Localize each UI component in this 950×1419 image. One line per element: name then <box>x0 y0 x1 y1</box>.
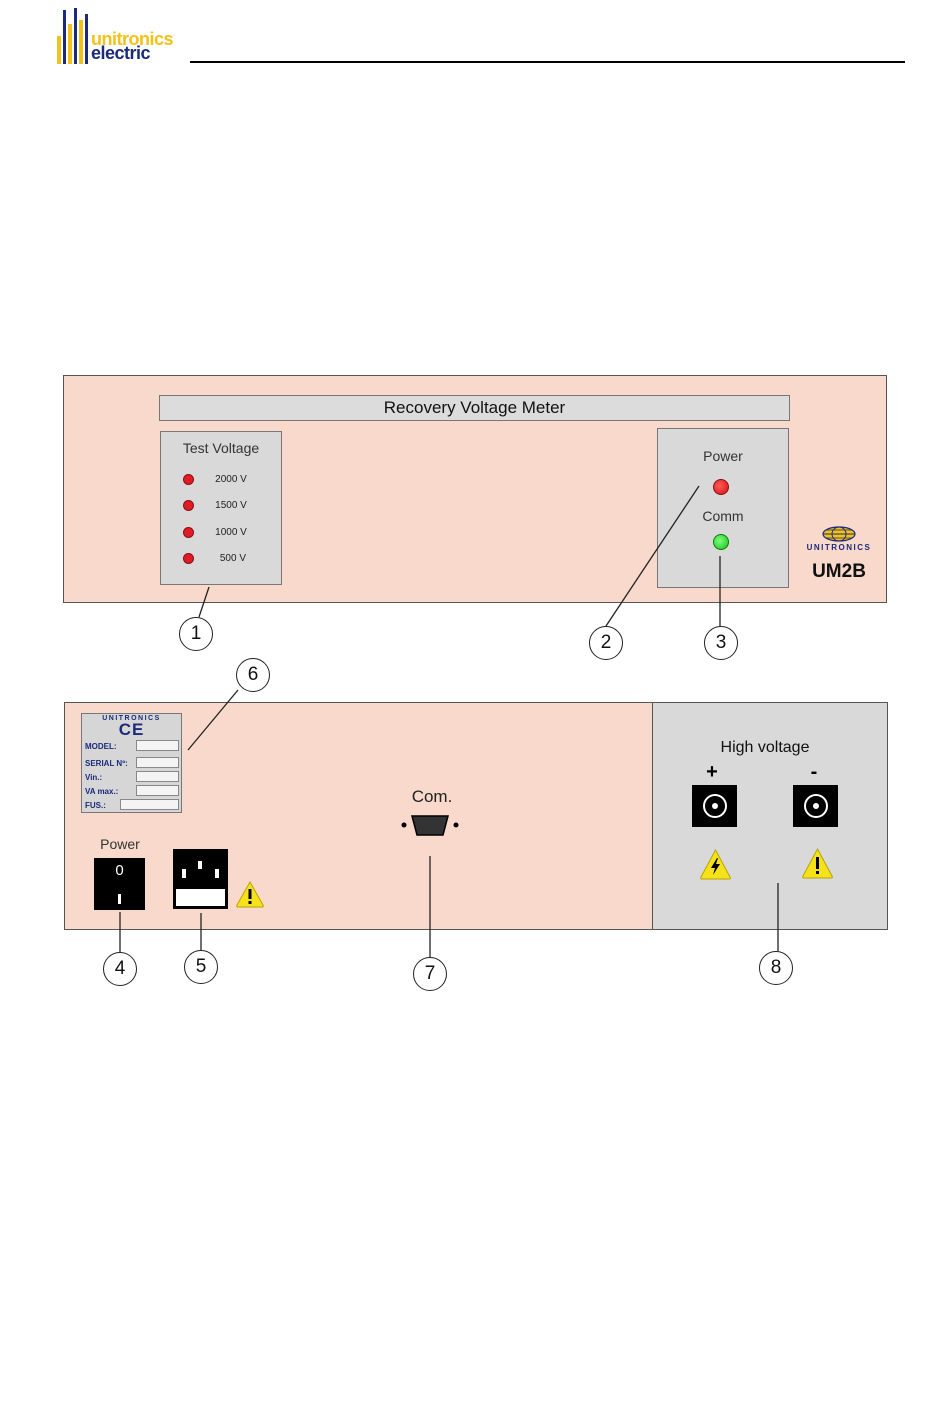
model-label: UM2B <box>792 561 886 583</box>
inlet-pin-icon <box>215 869 219 878</box>
voltage-led-icon <box>183 527 194 538</box>
electric-hazard-icon <box>699 848 732 880</box>
switch-off-symbol: 0 <box>94 862 145 879</box>
nameplate-field-label: MODEL: <box>85 742 117 751</box>
nameplate-row: Vin.: <box>85 771 102 783</box>
nameplate-row: MODEL: <box>85 740 117 752</box>
callout-4: 4 <box>103 952 137 986</box>
nameplate-field-label: Vin.: <box>85 773 102 782</box>
ce-mark-icon: CE <box>82 720 181 740</box>
test-voltage-row: 1000 V <box>183 525 260 539</box>
power-comm-indicator-panel: Power Comm <box>657 428 789 588</box>
voltage-level-label: 2000 V <box>202 474 260 485</box>
warning-icon <box>801 847 834 879</box>
voltage-level-label: 1000 V <box>202 527 260 538</box>
callout-1: 1 <box>179 617 213 651</box>
nameplate-field-box <box>136 740 179 751</box>
power-switch-label: Power <box>95 836 145 852</box>
high-voltage-section <box>652 702 888 930</box>
power-inlet-socket[interactable] <box>173 849 228 909</box>
voltage-led-icon <box>183 474 194 485</box>
switch-on-symbol-icon <box>118 894 121 904</box>
nameplate-row: SERIAL Nº: <box>85 757 128 769</box>
nameplate-field-box <box>136 785 179 796</box>
nameplate-field-label: VA max.: <box>85 787 118 796</box>
test-voltage-title: Test Voltage <box>161 440 281 456</box>
nameplate-field-label: SERIAL Nº: <box>85 759 128 768</box>
hv-negative-terminal[interactable] <box>793 785 838 827</box>
hv-positive-terminal[interactable] <box>692 785 737 827</box>
voltage-level-label: 500 V <box>202 553 246 564</box>
test-voltage-row: 500 V <box>183 551 246 565</box>
callout-8: 8 <box>759 951 793 985</box>
callout-5: 5 <box>184 950 218 984</box>
front-brand-label: UNITRONICS <box>792 543 886 552</box>
power-switch[interactable]: 0 <box>94 858 145 910</box>
rating-nameplate: UNITRONICS CE MODEL: SERIAL Nº: Vin.: VA… <box>81 713 182 813</box>
nameplate-field-box <box>136 771 179 782</box>
hv-minus-label: - <box>804 761 824 784</box>
callout-7: 7 <box>413 957 447 991</box>
power-indicator-label: Power <box>658 448 788 464</box>
callout-2: 2 <box>589 626 623 660</box>
test-voltage-row: 1500 V <box>183 498 260 512</box>
warning-icon <box>235 880 265 908</box>
com-port-label: Com. <box>400 787 464 807</box>
nameplate-field-label: FUS.: <box>85 801 106 810</box>
test-voltage-indicator-panel: Test Voltage 2000 V 1500 V 1000 V 500 V <box>160 431 282 585</box>
header-rule <box>190 61 905 63</box>
company-logo: unitronics electric <box>55 6 190 68</box>
nameplate-row: VA max.: <box>85 785 118 797</box>
comm-led-icon <box>713 534 729 550</box>
nameplate-row: FUS.: <box>85 799 106 811</box>
front-panel-title: Recovery Voltage Meter <box>159 395 790 421</box>
hv-plus-label: + <box>702 761 722 784</box>
power-led-icon <box>713 479 729 495</box>
logo-stripes-icon <box>55 6 95 66</box>
serial-port-connector[interactable] <box>398 810 462 840</box>
callout-6: 6 <box>236 658 270 692</box>
inlet-label-strip <box>176 889 225 906</box>
logo-text-electric: electric <box>91 43 150 64</box>
comm-indicator-label: Comm <box>658 508 788 524</box>
test-voltage-row: 2000 V <box>183 472 260 486</box>
nameplate-field-box <box>120 799 179 810</box>
inlet-pin-icon <box>182 869 186 878</box>
nameplate-field-box <box>136 757 179 768</box>
voltage-led-icon <box>183 500 194 511</box>
callout-3: 3 <box>704 626 738 660</box>
inlet-pin-icon <box>198 861 202 869</box>
globe-logo-icon <box>821 526 857 542</box>
voltage-level-label: 1500 V <box>202 500 260 511</box>
voltage-led-icon <box>183 553 194 564</box>
high-voltage-title: High voltage <box>700 739 830 757</box>
